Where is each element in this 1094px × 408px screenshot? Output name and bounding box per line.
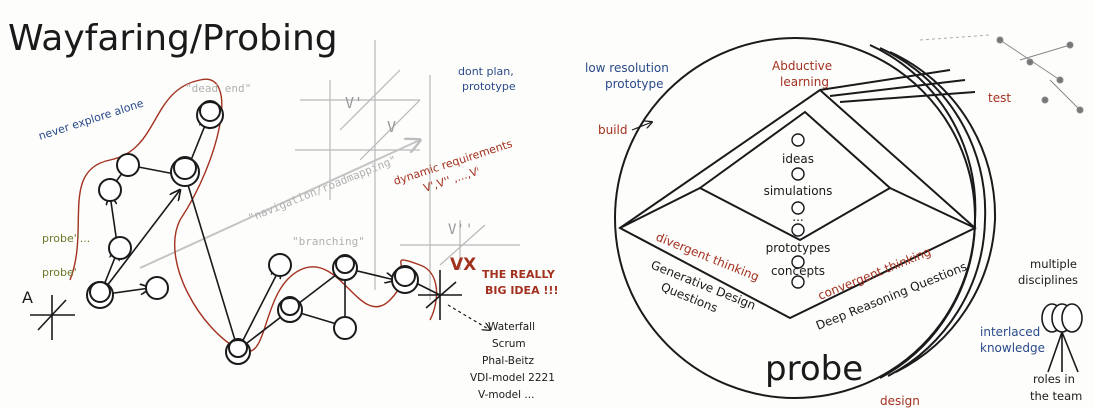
- method-item: Waterfall: [488, 321, 535, 333]
- probe-prime-label: probe': [42, 266, 77, 279]
- interlaced-1: interlaced: [980, 325, 1040, 339]
- v-label: V: [387, 118, 396, 136]
- roles-1: roles in: [1033, 372, 1075, 386]
- disciplines-icon: [1042, 304, 1082, 372]
- low-res-2: prototype: [605, 77, 663, 91]
- never-explore-alone: never explore alone: [37, 97, 146, 143]
- design-label: design: [880, 394, 920, 408]
- method-item: V-model ...: [478, 389, 534, 401]
- abductive-2: learning: [780, 75, 829, 89]
- roles-2: the team: [1030, 389, 1082, 403]
- navigation-label: "navigation/roadmapping": [246, 153, 398, 225]
- center-prototypes: prototypes: [766, 241, 831, 255]
- dont-plan-2: prototype: [462, 80, 516, 93]
- build-label: build: [598, 123, 628, 137]
- center-ideas: ideas: [782, 152, 814, 166]
- label-a: A: [22, 288, 33, 307]
- big-idea-1: THE REALLY: [482, 268, 556, 281]
- probe-circles: [615, 38, 995, 398]
- low-res-1: low resolution: [585, 61, 669, 75]
- label-vx: VX: [450, 255, 476, 275]
- origin-cross: [30, 295, 75, 340]
- probe-dots-label: probe''...: [42, 232, 90, 245]
- abductive-1: Abductive: [772, 59, 832, 73]
- wayfaring-panel: Wayfaring/Probing V' V V'' "navigation/r…: [8, 18, 558, 401]
- center-ellipsis: ...: [792, 210, 803, 224]
- methods-arrow: [448, 305, 490, 330]
- method-item: Phal-Beitz: [482, 355, 534, 367]
- target-cross: [418, 270, 462, 320]
- dont-plan-1: dont plan,: [458, 65, 514, 78]
- methods-list: Waterfall Scrum Phal-Beitz VDI-model 222…: [470, 321, 555, 401]
- probe-label: probe: [765, 349, 863, 389]
- v-double-label: V'': [448, 222, 473, 238]
- probe-panel: ideas simulations ... prototypes concept…: [585, 35, 1083, 408]
- method-item: VDI-model 2221: [470, 372, 555, 384]
- wayfaring-title: Wayfaring/Probing: [8, 18, 338, 59]
- big-idea-2: BIG IDEA !!!: [485, 284, 558, 297]
- test-label: test: [988, 91, 1011, 105]
- multiple-2: disciplines: [1018, 273, 1078, 287]
- v-prime-label: V': [345, 94, 363, 112]
- multiple-1: multiple: [1030, 257, 1077, 271]
- convergent-label: convergent thinking: [816, 245, 933, 303]
- method-item: Scrum: [492, 338, 526, 350]
- test-pointer: [920, 35, 990, 40]
- probe-nodes: [87, 101, 418, 364]
- probe-path: [100, 118, 440, 350]
- dead-end-label: "dead end": [185, 82, 251, 95]
- interlaced-2: knowledge: [980, 341, 1045, 355]
- branching-label: "branching": [292, 235, 365, 248]
- center-simulations: simulations: [764, 184, 833, 198]
- center-concepts: concepts: [771, 264, 825, 278]
